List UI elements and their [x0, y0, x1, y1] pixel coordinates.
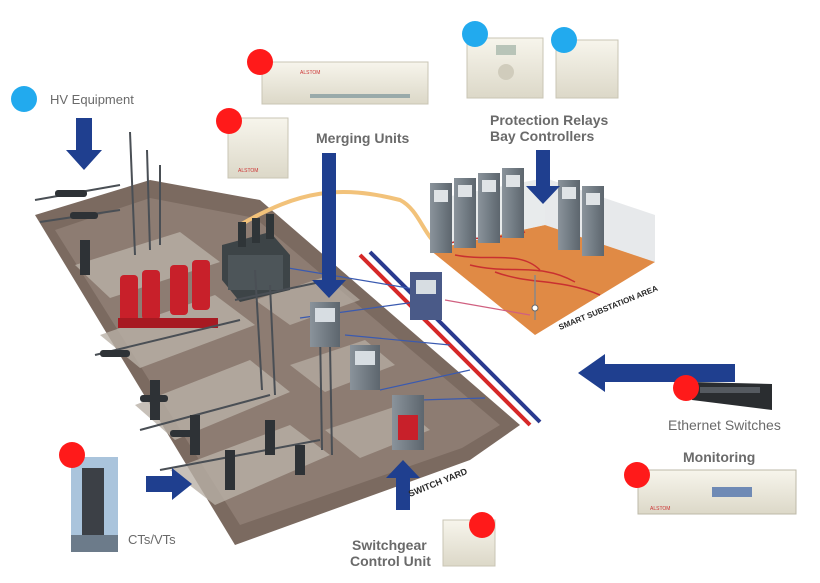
svg-text:ALSTOM: ALSTOM [650, 506, 670, 512]
ethernet-switch-marker [673, 375, 699, 401]
circuit-breakers [118, 260, 218, 328]
relay-panels [430, 168, 604, 320]
cts-vts-label: CTs/VTs [128, 532, 176, 547]
merging-unit-marker-top [247, 49, 273, 75]
monitoring-marker [624, 462, 650, 488]
merging-unit-marker-left [216, 108, 242, 134]
protection-relays-label: Protection Relays [490, 112, 609, 128]
flow-arrows [66, 118, 735, 510]
hv-equipment-label: HV Equipment [50, 92, 134, 107]
switchgear-control-unit-marker [469, 512, 495, 538]
hv-equipment-marker [11, 86, 37, 112]
monitoring-label: Monitoring [683, 449, 756, 465]
ct-vt-marker [59, 442, 85, 468]
ethernet-switch-device [692, 382, 772, 410]
insulators [55, 190, 305, 490]
yard-merging-unit-cabinets [310, 272, 442, 450]
merging-unit-device-top: ALSTOM [261, 61, 429, 105]
svg-text:ALSTOM: ALSTOM [300, 70, 320, 76]
bay-controllers-label: Bay Controllers [490, 128, 595, 144]
communication-cables [238, 190, 542, 427]
protection-relay-device [466, 37, 544, 99]
protection-relay-marker [462, 21, 488, 47]
merging-units-label: Merging Units [316, 130, 410, 146]
switchgear-label-line1: Switchgear [352, 537, 427, 553]
ct-vt-photo [71, 457, 118, 552]
svg-text:ALSTOM: ALSTOM [238, 168, 258, 174]
monitoring-device: ALSTOM [637, 469, 797, 515]
hv-structures [34, 131, 333, 471]
switchgear-label-line2: Control Unit [350, 553, 431, 569]
merging-unit-device-left: ALSTOM [227, 117, 289, 179]
ethernet-switches-label: Ethernet Switches [668, 417, 781, 433]
bay-controller-marker [551, 27, 577, 53]
